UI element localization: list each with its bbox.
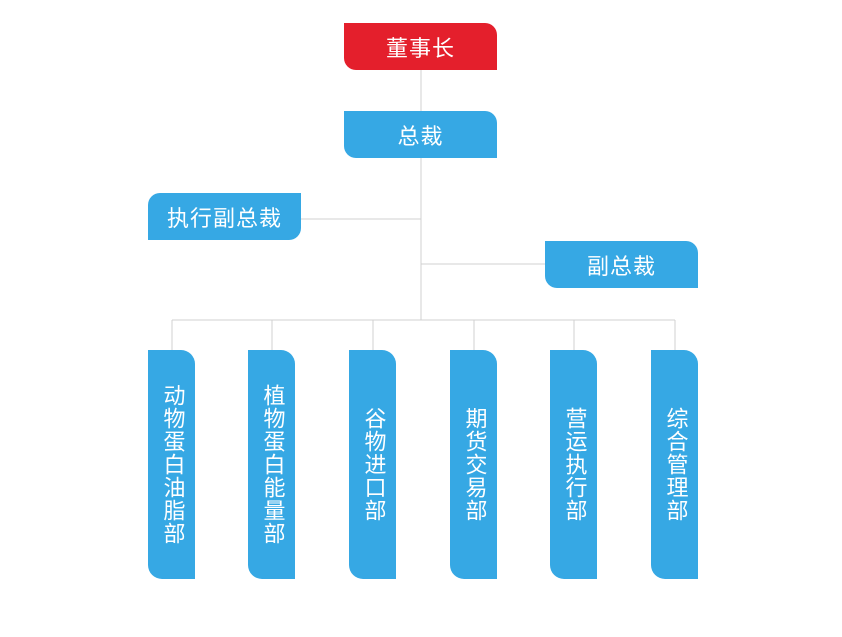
chairman-node: 董事长 [344, 23, 497, 70]
department-node-operations: 营运执行部 [550, 350, 597, 579]
department-label: 期货交易部 [461, 407, 487, 522]
department-node-grain-import: 谷物进口部 [349, 350, 396, 579]
vice-president-node: 副总裁 [545, 241, 698, 288]
president-node: 总裁 [344, 111, 497, 158]
department-label: 动物蛋白油脂部 [159, 384, 185, 545]
department-node-admin: 综合管理部 [651, 350, 698, 579]
department-node-plant-protein: 植物蛋白能量部 [248, 350, 295, 579]
department-node-futures-trading: 期货交易部 [450, 350, 497, 579]
department-label: 营运执行部 [561, 407, 587, 522]
department-label: 谷物进口部 [360, 407, 386, 522]
executive-vice-president-node: 执行副总裁 [148, 193, 301, 240]
department-label: 植物蛋白能量部 [259, 384, 285, 545]
department-node-animal-protein: 动物蛋白油脂部 [148, 350, 195, 579]
department-label: 综合管理部 [662, 407, 688, 522]
